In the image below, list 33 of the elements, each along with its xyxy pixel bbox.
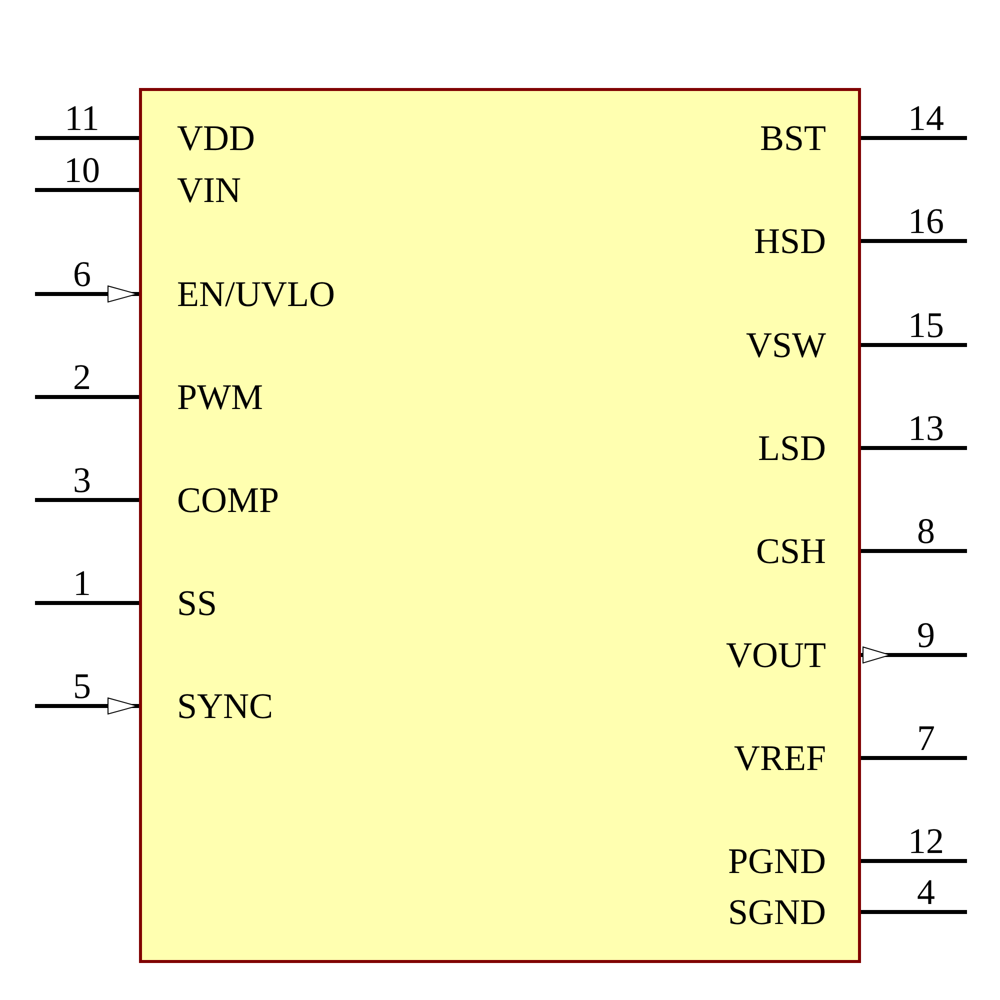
pin-name: EN/UVLO — [177, 274, 335, 314]
pin-name: SYNC — [177, 686, 274, 726]
pin-name: SS — [177, 583, 218, 623]
pin-number: 5 — [72, 668, 92, 704]
pin-number: 4 — [916, 874, 936, 910]
ic-body — [139, 88, 861, 963]
pin-number: 7 — [916, 720, 936, 756]
pin-name: VREF — [734, 738, 826, 778]
pin-name: SGND — [728, 892, 826, 932]
pin-name: VIN — [177, 170, 241, 210]
pin-name: CSH — [756, 531, 826, 571]
pin-name: COMP — [177, 480, 280, 520]
pin-number: 10 — [63, 152, 101, 188]
pin-name: HSD — [754, 221, 826, 261]
pin-number: 6 — [72, 256, 92, 292]
pin-name: VDD — [177, 118, 255, 158]
pin-name: LSD — [758, 428, 826, 468]
pin-number: 9 — [916, 617, 936, 653]
pin-name: BST — [760, 118, 826, 158]
pin-name: PWM — [177, 377, 264, 417]
pin-number: 15 — [907, 307, 945, 343]
pin-number: 14 — [907, 100, 945, 136]
pin-number: 11 — [64, 100, 100, 136]
pin-name: VOUT — [726, 635, 826, 675]
pin-number: 3 — [72, 462, 92, 498]
pin-name: VSW — [746, 325, 826, 365]
pin-number: 2 — [72, 359, 92, 395]
pin-number: 8 — [916, 513, 936, 549]
pin-number: 13 — [907, 410, 945, 446]
pin-number: 16 — [907, 203, 945, 239]
pin-number: 1 — [72, 565, 92, 601]
pin-name: PGND — [728, 841, 826, 881]
pin-number: 12 — [907, 823, 945, 859]
